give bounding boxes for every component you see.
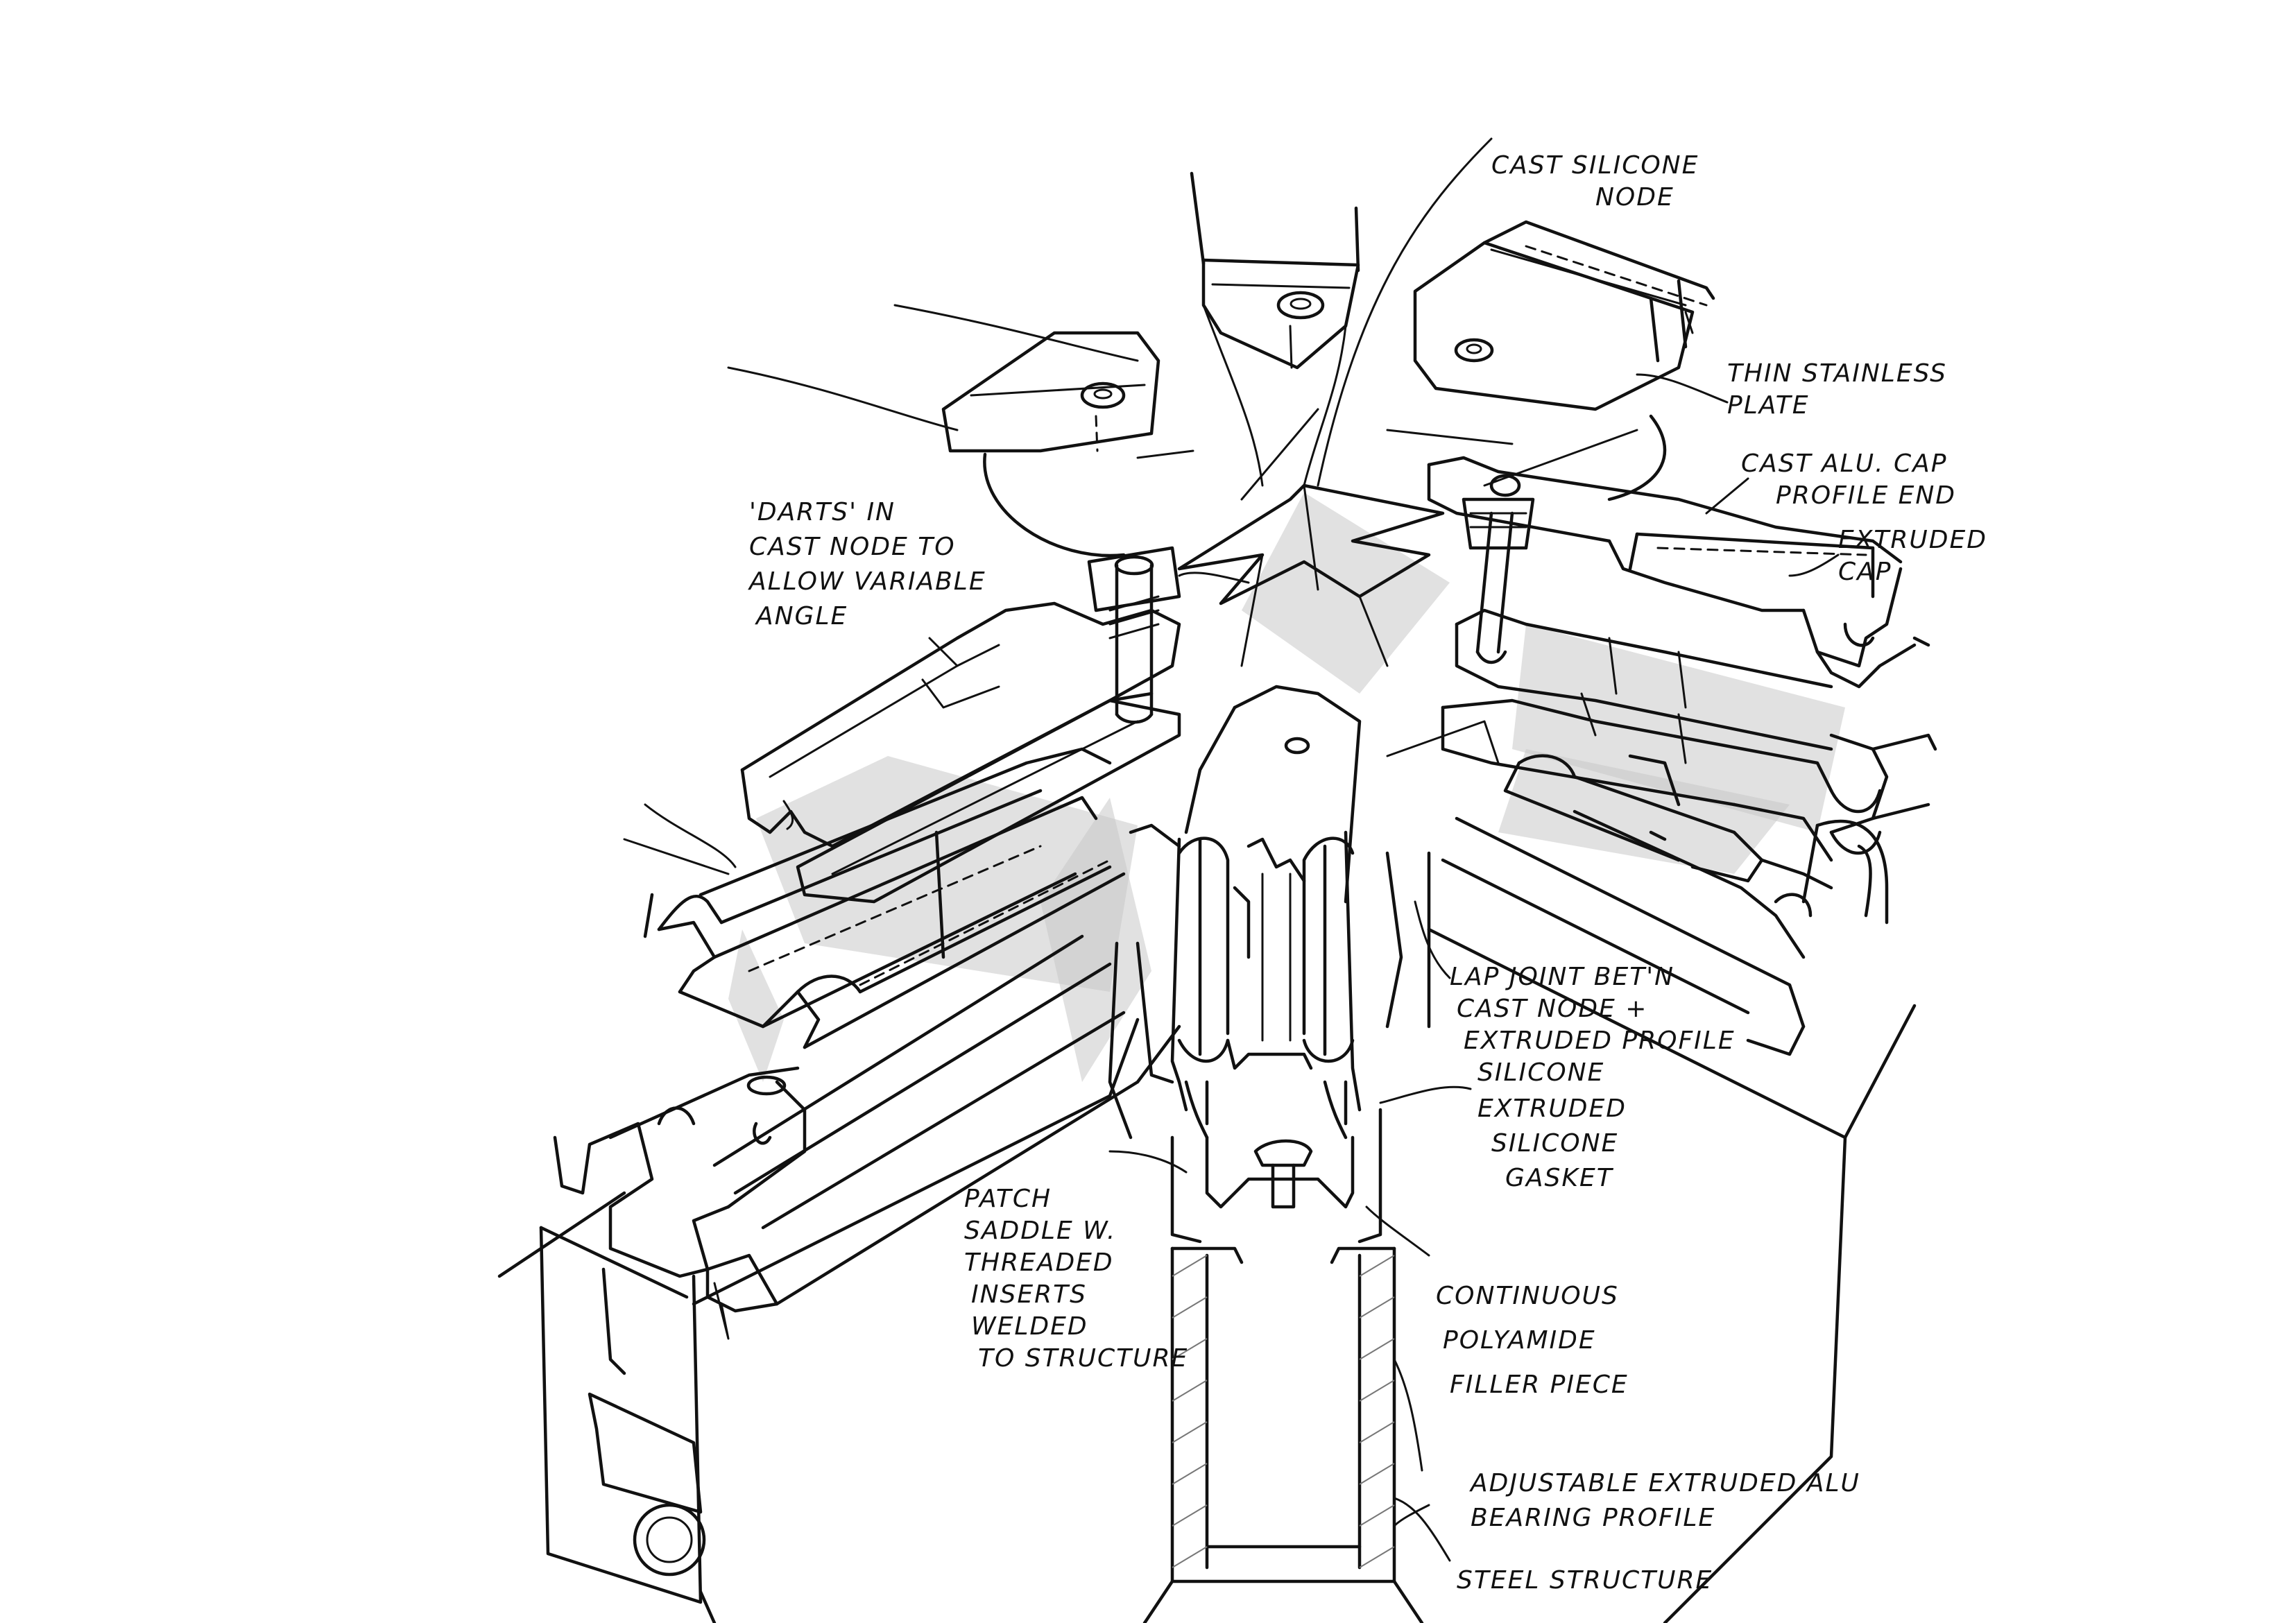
- annotation-labels: CAST SILICONE NODE THIN STAINLESS PLATE …: [748, 151, 1996, 1595]
- leader-lines: [1108, 137, 1840, 1562]
- label-continuous-polyamide: CONTINUOUS POLYAMIDE FILLER PIECE: [1436, 1282, 1629, 1399]
- cast-silicone-node: [727, 171, 1715, 667]
- label-extruded-cap: EXTRUDED CAP: [1838, 526, 1996, 586]
- label-extruded-silicone-gasket: EXTRUDED SILICONE GASKET: [1477, 1094, 1636, 1192]
- upper-left-cap-arm: [740, 546, 1181, 904]
- right-cap-arm: [1386, 456, 1937, 1623]
- label-patch-saddle: PATCH SADDLE W. THREADED INSERTS WELDED …: [964, 1185, 1188, 1373]
- label-cast-silicone-node: CAST SILICONE NODE: [1491, 151, 1708, 212]
- central-column: [1108, 685, 1431, 1623]
- label-steel-structure: STEEL STRUCTURE: [1457, 1566, 1713, 1595]
- label-thin-stainless-plate: THIN STAINLESS PLATE: [1727, 359, 1956, 420]
- label-darts: 'DARTS' IN CAST NODE TO ALLOW VARIABLE A…: [748, 498, 995, 630]
- lower-left-arm: [497, 747, 1181, 1623]
- label-lap-joint: LAP JOINT BET'N CAST NODE + EXTRUDED PRO…: [1450, 963, 1745, 1087]
- label-adjustable-bearing: ADJUSTABLE EXTRUDED ALU BEARING PROFILE: [1469, 1469, 1869, 1532]
- label-cast-alu-cap: CAST ALU. CAP PROFILE END: [1741, 449, 1957, 510]
